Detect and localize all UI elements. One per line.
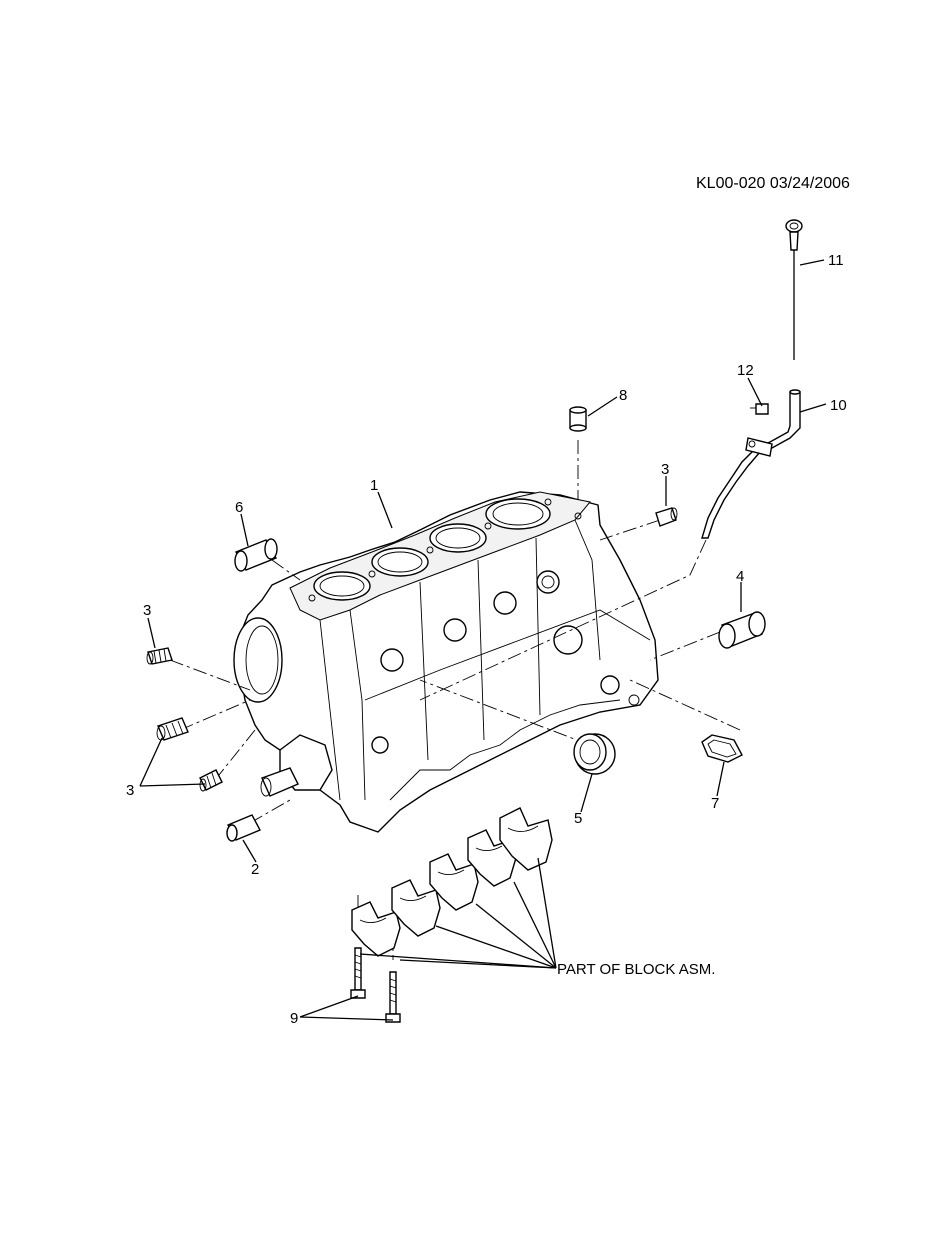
part-2-dowel xyxy=(226,814,261,842)
callout-3-lower: 3 xyxy=(126,782,134,799)
bolt-9-right xyxy=(385,971,401,1023)
part-8-sleeve xyxy=(569,406,587,432)
callout-7: 7 xyxy=(711,795,719,812)
leader-lines xyxy=(139,259,827,1021)
part-3-plug-left-upper xyxy=(146,647,173,665)
callout-12: 12 xyxy=(737,362,754,379)
bearing-cap-2 xyxy=(391,879,441,937)
engine-block xyxy=(233,491,659,833)
part-3-plug-left-mid xyxy=(156,717,189,741)
center-lines xyxy=(169,440,741,960)
callout-10: 10 xyxy=(830,397,847,414)
bolt-9-left xyxy=(350,947,366,999)
callout-2: 2 xyxy=(251,861,259,878)
part-10-dipstick-tube xyxy=(701,389,801,539)
callout-1: 1 xyxy=(370,477,378,494)
part-4-sleeve xyxy=(718,611,766,649)
part-of-block-note: PART OF BLOCK ASM. xyxy=(557,961,715,978)
part-5-seal xyxy=(573,733,616,775)
callout-9: 9 xyxy=(290,1010,298,1027)
part-12-bolt xyxy=(750,403,769,415)
part-6-sleeve xyxy=(234,538,278,572)
part-3-plug-right xyxy=(655,507,678,527)
callout-11: 11 xyxy=(828,252,844,269)
callout-4: 4 xyxy=(736,568,744,585)
part-11-dipstick xyxy=(785,219,803,360)
callout-6: 6 xyxy=(235,499,243,516)
bearing-cap-5 xyxy=(499,807,553,871)
bearing-cap-1 xyxy=(351,901,401,957)
drawing-code: KL00-020 03/24/2006 xyxy=(696,175,850,192)
part-7-gasket xyxy=(701,734,743,763)
callout-3-left: 3 xyxy=(143,602,151,619)
main-bearing-caps xyxy=(351,807,553,957)
part-3-plug-left-lower xyxy=(199,769,223,792)
bearing-cap-3 xyxy=(429,853,479,911)
callout-8: 8 xyxy=(619,387,627,404)
callout-5: 5 xyxy=(574,810,582,827)
callout-3-right: 3 xyxy=(661,461,669,478)
